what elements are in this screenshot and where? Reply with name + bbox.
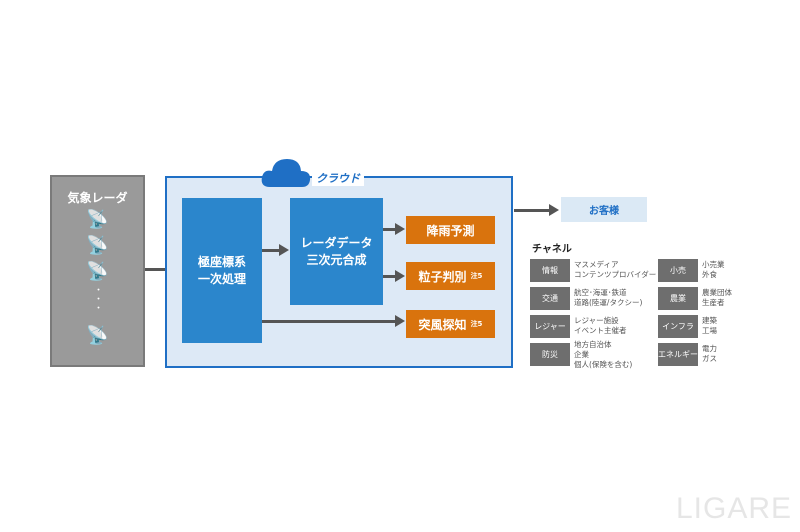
watermark: LIGARE bbox=[676, 492, 793, 525]
channel-desc: 小売業 外食 bbox=[702, 260, 725, 279]
customer-box: お客様 bbox=[561, 197, 647, 222]
channel-desc: マスメディア コンテンツプロバイダー bbox=[574, 260, 657, 279]
output-rain-forecast: 降雨予測 bbox=[406, 216, 495, 244]
composite-box: レーダデータ 三次元合成 bbox=[290, 198, 383, 305]
channel-info: 情報 bbox=[530, 259, 570, 282]
cloud-label: クラウド bbox=[312, 170, 364, 186]
arrow-head bbox=[549, 204, 559, 216]
channel-desc: 地方自治体 企業 個人(保険を含む) bbox=[574, 340, 633, 369]
note: 注5 bbox=[470, 272, 483, 280]
arrow-line bbox=[145, 268, 171, 271]
channel-retail: 小売 bbox=[658, 259, 698, 282]
channel-title: チャネル bbox=[532, 244, 572, 255]
output-gust-detection: 突風探知注5 bbox=[406, 310, 495, 338]
output-label: 降雨予測 bbox=[426, 223, 475, 238]
channel-transport: 交通 bbox=[530, 287, 570, 310]
arrow-line bbox=[262, 320, 396, 323]
arrow-head bbox=[279, 244, 289, 256]
channel-desc: レジャー施設 イベント主催者 bbox=[574, 316, 627, 335]
channel-desc: 建築 工場 bbox=[702, 316, 717, 335]
radar-dish-icon: 📡 bbox=[86, 261, 109, 282]
arrow-head bbox=[395, 223, 405, 235]
channel-leisure: レジャー bbox=[530, 315, 570, 338]
weather-radar-box: 気象レーダ 📡 📡 📡 ・ ・ ・ 📡 bbox=[50, 175, 145, 367]
radar-dish-icon: 📡 bbox=[86, 209, 109, 230]
arrow-line bbox=[383, 228, 396, 231]
output-label: 突風探知 bbox=[418, 317, 467, 332]
arrow-line bbox=[262, 249, 280, 252]
channel-agriculture: 農業 bbox=[658, 287, 698, 310]
arrow-head bbox=[395, 270, 405, 282]
channel-desc: 航空･海運･鉄道 道路(陸運/タクシー) bbox=[574, 288, 643, 307]
channel-infrastructure: インフラ bbox=[658, 315, 698, 338]
radar-dish-icon: 📡 bbox=[86, 235, 109, 256]
channel-energy: エネルギー bbox=[658, 343, 698, 366]
channel-disaster: 防災 bbox=[530, 343, 570, 366]
note: 注5 bbox=[470, 320, 483, 328]
radar-dish-icon: 📡 bbox=[86, 325, 109, 346]
cloud-icon bbox=[261, 159, 311, 187]
channel-desc: 電力 ガス bbox=[702, 344, 717, 363]
ellipsis: ・ ・ ・ bbox=[94, 286, 104, 314]
channel-desc: 農業団体 生産者 bbox=[702, 288, 732, 307]
arrow-line bbox=[383, 275, 396, 278]
arrow-line bbox=[514, 209, 550, 212]
radar-title: 気象レーダ bbox=[67, 191, 128, 205]
output-label: 粒子判別 bbox=[418, 269, 467, 284]
primary-processing-box: 極座標系 一次処理 bbox=[182, 198, 262, 343]
arrow-head bbox=[395, 315, 405, 327]
output-particle-classification: 粒子判別注5 bbox=[406, 262, 495, 290]
